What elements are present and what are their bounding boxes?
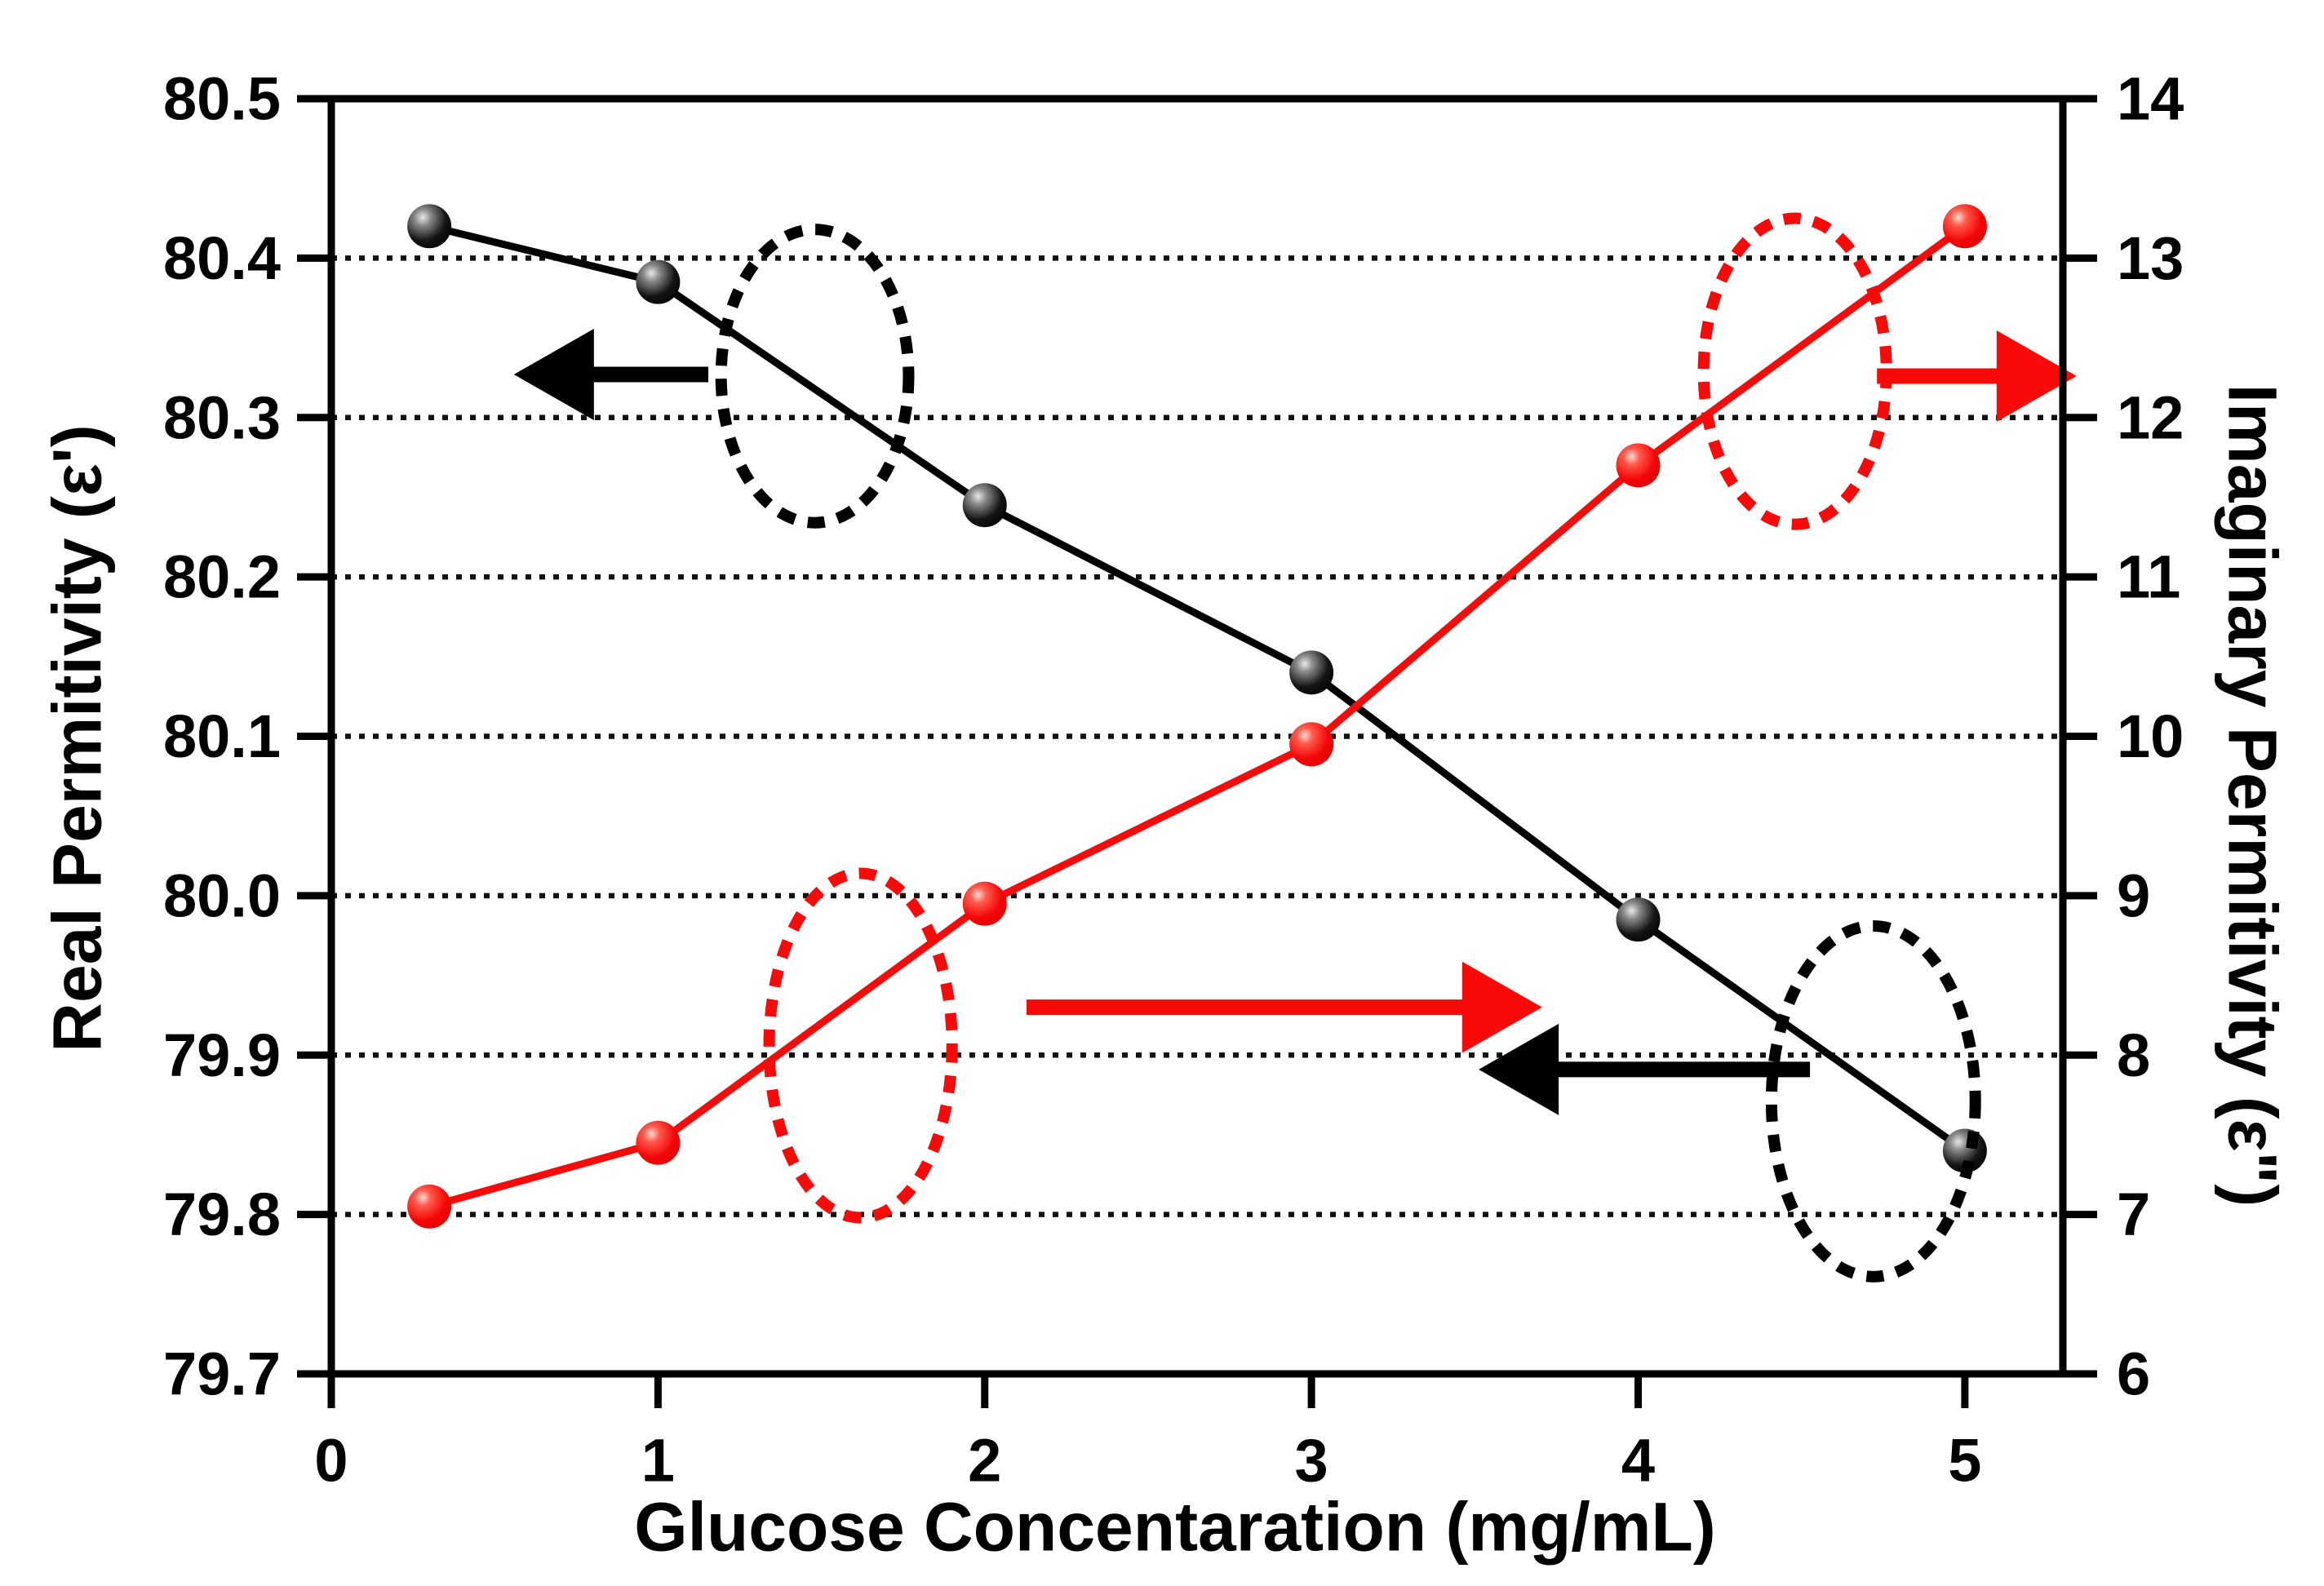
left-tick-label-79.7: 79.7 — [163, 1340, 281, 1408]
black-arrow-to-left-axis-lower-head — [1479, 1023, 1559, 1115]
x-tick-label-5: 5 — [1948, 1427, 1981, 1495]
right-tick-label-14: 14 — [2117, 65, 2184, 133]
series-line-imaginary-permittivity — [425, 222, 1969, 1211]
red-dotted-ellipse-upper-right — [1697, 212, 1892, 530]
black-dotted-ellipse-lower-right — [1765, 919, 1981, 1283]
x-axis-title: Glucose Concentaration (mg/mL) — [634, 1488, 1716, 1566]
left-tick-label-79.8: 79.8 — [163, 1181, 281, 1248]
left-tick-label-80.2: 80.2 — [163, 543, 281, 611]
red-arrow-to-right-axis-middle-head — [1461, 961, 1542, 1053]
data-point-real-permittivity-2 — [962, 483, 1007, 528]
left-tick-label-80.5: 80.5 — [163, 65, 281, 133]
x-tick-label-2: 2 — [968, 1427, 1001, 1495]
left-tick-label-80.4: 80.4 — [163, 224, 281, 292]
left-tick-label-80: 80.0 — [163, 862, 281, 929]
red-arrow-to-right-axis-upper-head — [1996, 330, 2077, 422]
black-arrow-to-left-axis-upper-head — [513, 328, 594, 420]
series-line-real-permittivity — [425, 222, 1969, 1154]
red-arrow-to-right-axis-upper — [1877, 330, 2077, 422]
data-point-imaginary-permittivity-2 — [962, 881, 1007, 926]
right-tick-label-10: 10 — [2117, 702, 2184, 770]
data-point-imaginary-permittivity-4 — [1616, 443, 1661, 488]
black-arrow-to-left-axis-lower — [1479, 1023, 1811, 1115]
left-tick-label-80.1: 80.1 — [163, 702, 281, 770]
series-real-permittivity — [407, 204, 1987, 1173]
axis-ticks-and-labels: 80.580.480.380.280.180.079.979.879.71413… — [163, 65, 2184, 1495]
data-point-imaginary-permittivity-3 — [1289, 722, 1334, 767]
right-tick-label-13: 13 — [2117, 224, 2184, 292]
x-tick-label-4: 4 — [1621, 1427, 1655, 1495]
annotations — [513, 212, 2077, 1283]
right-tick-label-9: 9 — [2117, 862, 2150, 929]
right-tick-label-12: 12 — [2117, 383, 2184, 451]
series-imaginary-permittivity — [407, 204, 1987, 1229]
data-point-real-permittivity-3 — [1289, 650, 1334, 695]
left-tick-label-79.9: 79.9 — [163, 1021, 281, 1089]
black-dotted-ellipse-upper-left — [715, 224, 915, 529]
plot-frame — [327, 95, 2067, 1378]
left-tick-label-80.3: 80.3 — [163, 383, 281, 451]
x-tick-label-0: 0 — [314, 1427, 348, 1495]
right-tick-label-6: 6 — [2117, 1340, 2150, 1408]
right-tick-label-11: 11 — [2117, 543, 2180, 611]
data-point-real-permittivity-1 — [636, 259, 681, 304]
data-point-imaginary-permittivity-0 — [407, 1184, 452, 1229]
data-point-real-permittivity-4 — [1616, 897, 1661, 942]
red-dotted-ellipse-lower-left — [763, 867, 958, 1224]
red-arrow-to-right-axis-middle — [1027, 961, 1542, 1053]
right-tick-label-7: 7 — [2117, 1181, 2150, 1248]
data-point-real-permittivity-0 — [407, 204, 452, 249]
x-tick-label-1: 1 — [641, 1427, 675, 1495]
black-arrow-to-left-axis-upper — [513, 328, 709, 420]
x-tick-label-3: 3 — [1295, 1427, 1328, 1495]
left-y-axis-title: Real Permitivity (ε') — [38, 424, 116, 1052]
right-tick-label-8: 8 — [2117, 1021, 2150, 1089]
right-y-axis-title: Imaginary Permitivity (ε") — [2214, 383, 2291, 1207]
data-point-imaginary-permittivity-5 — [1942, 204, 1987, 249]
data-point-imaginary-permittivity-1 — [636, 1120, 681, 1165]
